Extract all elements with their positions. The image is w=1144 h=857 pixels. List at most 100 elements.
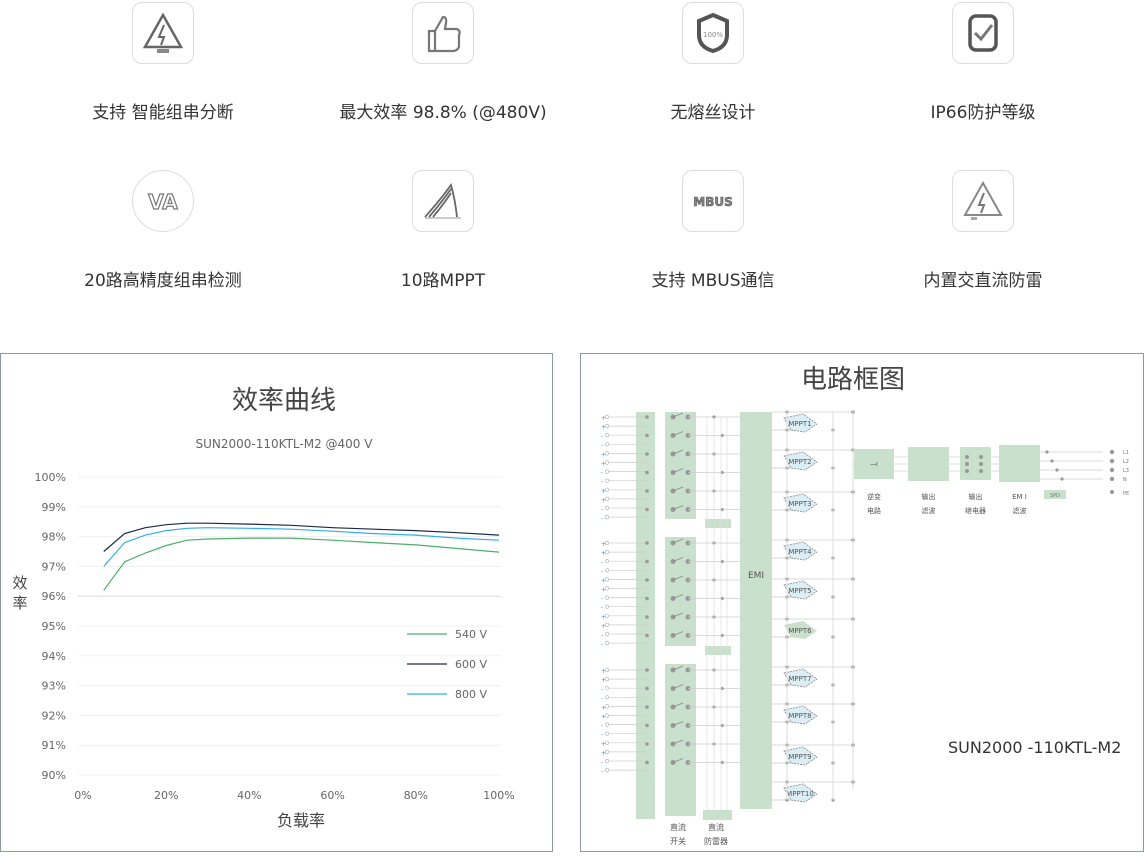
polarity-sign: + [601, 750, 606, 757]
polarity-sign: + [601, 488, 606, 495]
relay-contact [979, 455, 983, 459]
feature-item: 10路MPPT [313, 170, 573, 291]
block-label: 继电器 [965, 506, 986, 515]
input-terminal [604, 686, 610, 691]
polarity-sign: + [601, 550, 606, 557]
switch-blade [672, 631, 684, 636]
polarity-sign: - [601, 641, 603, 648]
node [645, 470, 649, 475]
node [645, 615, 649, 619]
input-terminal [604, 577, 610, 582]
input-terminal [604, 604, 610, 609]
polarity-sign: + [601, 614, 606, 621]
x-axis-label: 负载率 [277, 811, 325, 830]
block-label: 输出 [969, 492, 983, 501]
input-terminal [604, 442, 610, 447]
input-terminal [604, 460, 610, 465]
polarity-sign: + [601, 623, 606, 630]
dc-switch-block [665, 412, 696, 519]
node [645, 742, 649, 746]
polarity-sign: - [601, 768, 603, 775]
input-terminal [604, 487, 610, 492]
output-label: PE [1123, 491, 1129, 497]
mppt-label: MPPT10 [786, 790, 814, 798]
x-tick-label: 80% [404, 789, 428, 802]
switch-blade [672, 739, 684, 745]
input-terminal [604, 713, 610, 718]
polarity-sign: - [601, 596, 603, 603]
node [645, 452, 649, 456]
input-terminal [604, 595, 610, 600]
input-terminal [604, 559, 610, 564]
block-label: 逆变 [867, 492, 881, 501]
x-tick-label: 20% [154, 789, 178, 802]
polarity-sign: - [601, 506, 603, 513]
node [645, 686, 649, 691]
pe-terminal [1110, 490, 1114, 494]
mppt-block [784, 621, 817, 639]
y-tick-label: 98% [42, 531, 66, 544]
circuit-block [854, 449, 894, 479]
mppt-curve-icon [412, 170, 474, 232]
y-tick-label: 97% [42, 560, 66, 573]
circuit-diagram-panel: 电路框图 EMI++--++--++--++--++--++--++--++--… [580, 353, 1144, 852]
legend-label: 540 V [455, 628, 487, 641]
input-terminal [604, 478, 610, 483]
circuit-block [999, 445, 1040, 482]
efficiency-chart: 效率曲线 SUN2000-110KTL-M2 @400 V 负载率 效率 100… [12, 386, 514, 830]
polarity-sign: - [601, 568, 603, 575]
input-terminal [604, 433, 610, 438]
input-terminal [604, 451, 610, 456]
input-terminal [604, 586, 610, 591]
mppt-label: MPPT2 [788, 458, 811, 466]
chart-subtitle: SUN2000-110KTL-M2 @400 V [196, 437, 374, 451]
inverter-symbol: ⤙ [870, 459, 878, 470]
polarity-sign: + [601, 424, 606, 431]
polarity-sign: - [601, 442, 603, 449]
legend-label: 800 V [455, 688, 487, 701]
mppt-block [783, 493, 818, 513]
switch-blade [672, 486, 684, 492]
node [645, 541, 649, 545]
polarity-sign: - [601, 559, 603, 566]
block-label: 滤波 [1013, 506, 1027, 515]
svg-text:MBUS: MBUS [693, 195, 732, 209]
node [645, 559, 649, 564]
emi-block [740, 412, 772, 809]
mppt-block [783, 541, 818, 561]
y-tick-label: 96% [42, 590, 66, 603]
polarity-sign: + [601, 668, 606, 675]
ac-spd-block [1044, 490, 1066, 499]
y-tick-label: 94% [42, 650, 66, 663]
output-terminal [1109, 467, 1115, 473]
switch-blade [672, 665, 684, 671]
polarity-sign: - [601, 433, 603, 440]
relay-contact [965, 462, 969, 466]
switch-blade [672, 431, 684, 436]
switch-blade [672, 505, 684, 510]
node [645, 596, 649, 601]
block-label: 电路 [867, 506, 881, 515]
polarity-sign: + [601, 541, 606, 548]
block-label: 输出 [922, 492, 936, 501]
input-terminal [604, 505, 610, 511]
lightning-warning-icon [952, 170, 1014, 232]
output-label: N [1123, 477, 1127, 483]
input-terminal [604, 695, 610, 700]
feature-label: 无熔丝设计 [670, 103, 756, 123]
bottom-label: 直流 [708, 822, 724, 832]
relay-contact [979, 462, 983, 466]
mppt-label: MPPT8 [788, 712, 811, 720]
input-terminal [604, 731, 610, 736]
efficiency-chart-panel: 效率曲线 SUN2000-110KTL-M2 @400 V 负载率 效率 100… [0, 353, 553, 852]
input-terminal [604, 423, 610, 429]
mppt-block [783, 451, 818, 471]
mppt-label: MPPT7 [788, 675, 811, 683]
bottom-label: 防雷器 [704, 836, 728, 846]
switch-blade [672, 449, 684, 455]
svg-text:100%: 100% [703, 31, 723, 39]
input-terminal [604, 540, 610, 546]
circuit-block [960, 447, 991, 480]
x-tick-label: 60% [320, 789, 344, 802]
